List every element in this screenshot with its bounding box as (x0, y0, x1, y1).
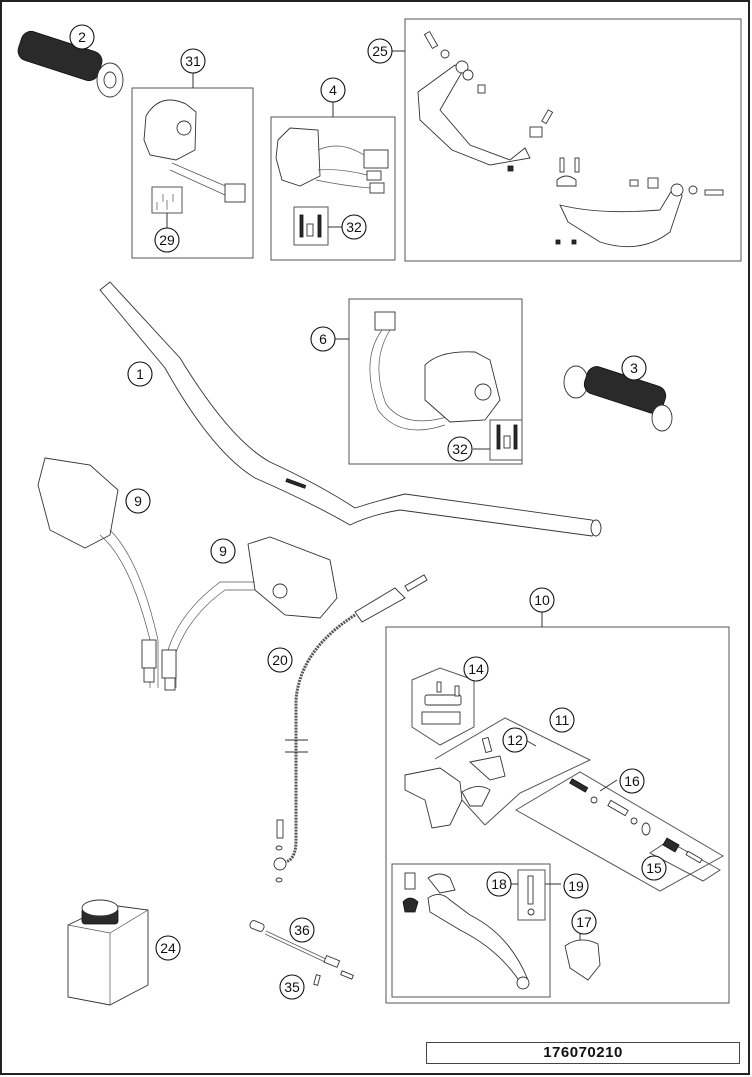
box-11-edge (461, 799, 486, 826)
hand-lever-part (402, 872, 601, 990)
callout-36[interactable]: 36 (289, 917, 315, 943)
box-16-piston-kit (515, 771, 725, 892)
callout-4[interactable]: 4 (320, 77, 346, 103)
callout-19[interactable]: 19 (563, 873, 589, 899)
callout-35[interactable]: 35 (279, 974, 305, 1000)
svg-text:19: 19 (568, 878, 584, 894)
callout-10[interactable]: 10 (529, 587, 555, 613)
left-switch-part (275, 127, 389, 238)
svg-text:11: 11 (555, 712, 570, 728)
svg-text:25: 25 (372, 43, 388, 59)
callout-11[interactable]: 11 (549, 707, 575, 733)
svg-text:32: 32 (346, 219, 362, 235)
svg-text:1: 1 (136, 366, 144, 382)
svg-text:20: 20 (272, 652, 288, 668)
handlebar-part (99, 281, 602, 537)
callout-15[interactable]: 15 (641, 855, 667, 881)
svg-text:12: 12 (507, 732, 523, 748)
callout-9-right[interactable]: 9 (210, 538, 236, 564)
svg-text:17: 17 (576, 914, 592, 930)
svg-text:2: 2 (78, 29, 86, 45)
svg-text:9: 9 (219, 543, 227, 559)
callout-17[interactable]: 17 (571, 909, 597, 935)
callout-16[interactable]: 16 (619, 768, 645, 794)
callout-24[interactable]: 24 (155, 935, 181, 961)
svg-text:35: 35 (284, 979, 300, 995)
svg-text:4: 4 (329, 82, 337, 98)
box-32-screws-left (293, 206, 329, 246)
fluid-can-part (67, 899, 149, 1006)
throttle-switch-part (143, 99, 246, 210)
callout-2[interactable]: 2 (69, 24, 95, 50)
callout-1[interactable]: 1 (127, 361, 153, 387)
clutch-line-part (273, 574, 428, 883)
callout-12[interactable]: 12 (502, 727, 528, 753)
svg-text:32: 32 (452, 441, 468, 457)
svg-text:36: 36 (294, 922, 310, 938)
callout-9-left[interactable]: 9 (125, 488, 151, 514)
svg-text:9: 9 (134, 493, 142, 509)
svg-text:14: 14 (468, 661, 484, 677)
svg-text:31: 31 (185, 53, 201, 69)
svg-text:6: 6 (319, 331, 327, 347)
right-grip-part (563, 365, 673, 432)
svg-text:24: 24 (160, 940, 176, 956)
box-18-pivot-bolt (517, 869, 546, 921)
clutch-switch-part (249, 920, 354, 986)
box-lever-group (391, 863, 551, 998)
master-cylinder-part (404, 681, 703, 864)
callout-18[interactable]: 18 (486, 871, 512, 897)
callout-14[interactable]: 14 (463, 656, 489, 682)
reference-number: 176070210 (426, 1042, 740, 1064)
box-25-hand-guards (404, 18, 742, 262)
hand-guards-part (417, 30, 724, 248)
svg-text:3: 3 (630, 360, 638, 376)
box-15-boot-kit (649, 840, 721, 882)
svg-text:29: 29 (159, 232, 175, 248)
box-32-screws-right (489, 419, 523, 461)
box-10-master-cylinder (385, 626, 730, 1004)
left-grip-part (17, 30, 124, 98)
callout-31[interactable]: 31 (180, 48, 206, 74)
svg-text:18: 18 (491, 876, 507, 892)
svg-text:16: 16 (624, 773, 640, 789)
callout-32-right[interactable]: 32 (447, 436, 473, 462)
box-11-adjuster-kit (434, 717, 592, 826)
svg-text:10: 10 (534, 592, 550, 608)
box-14-reservoir-cover (411, 667, 475, 746)
callout-3[interactable]: 3 (621, 355, 647, 381)
callout-32-left[interactable]: 32 (341, 214, 367, 240)
svg-text:15: 15 (646, 860, 662, 876)
callout-29[interactable]: 29 (154, 227, 180, 253)
callout-6[interactable]: 6 (310, 326, 336, 352)
callout-20[interactable]: 20 (267, 647, 293, 673)
callout-25[interactable]: 25 (367, 38, 393, 64)
mirror-left-part (37, 457, 159, 688)
mirror-right-part (161, 536, 338, 691)
box-6-right-switch (348, 298, 523, 465)
right-switch-part (369, 311, 518, 450)
